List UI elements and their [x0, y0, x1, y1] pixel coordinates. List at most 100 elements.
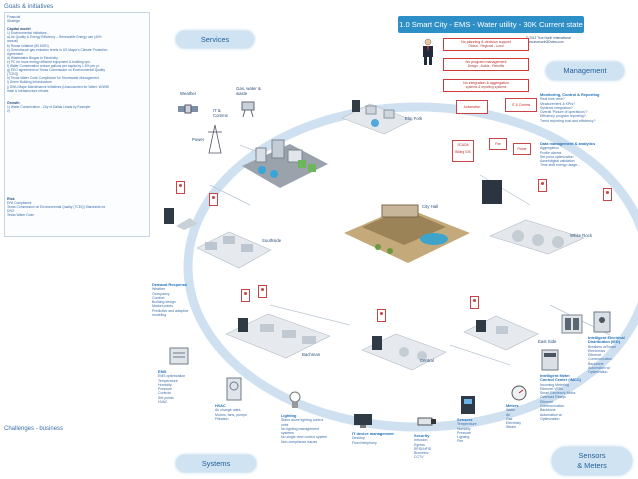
risk-line: EPA Compliance [7, 201, 32, 206]
capital-title: Capital model [7, 27, 31, 32]
it-comms-bin: IT & Comms [505, 98, 537, 112]
security-title: Security [414, 433, 430, 438]
power-tower-icon [208, 124, 222, 154]
elm-fork-label: Elm Fork [405, 116, 423, 121]
demand-response-title: Demand Response [152, 282, 188, 287]
data-mgmt-item: Aggregation [540, 146, 559, 151]
goals-line: Financial [7, 15, 21, 19]
demand-item: Building design [152, 300, 176, 305]
alarm-sensor-icon [603, 188, 612, 201]
data-mgmt-item: Profile alarms [540, 150, 562, 155]
capital-line: f) Water Conservation reduce gallons per… [7, 64, 100, 69]
bachman-label: Bachman [302, 352, 321, 357]
lighting-section: Lighting Stand alone lighting control un… [281, 413, 327, 444]
security-item: CCTV [414, 455, 424, 460]
monitoring-section: Monitoring, Control & Reporting Real tim… [540, 92, 599, 123]
meters-item: Electricity [506, 421, 521, 426]
management-pill[interactable]: Management [546, 62, 624, 80]
data-mgmt-item: Time shift energy usage... [540, 163, 581, 168]
demand-item: Weather [152, 287, 166, 292]
it-comms-label: IT & Comms [213, 108, 228, 118]
security-camera-icon [417, 417, 436, 426]
security-item: Biometric [414, 451, 429, 456]
data-mgmt-section: Data management & analytics Aggregation … [540, 141, 596, 168]
bachman-cluster [225, 313, 331, 359]
hvac-item: Motors, fans, pumps [215, 412, 247, 417]
ied-item: Backbone [588, 361, 604, 366]
ied-title-line: Distribution (IED) [588, 339, 620, 345]
waste-label-line: waste [236, 91, 248, 96]
ied-item: Ethernet [588, 353, 602, 358]
growth-line: 1) Water Conservation - City of Dallas L… [7, 104, 91, 109]
ied-item: Communication [588, 357, 613, 362]
ems-item: EMS optimization [158, 374, 186, 379]
left-building-cluster [164, 208, 198, 230]
meters-item: Air [506, 412, 511, 417]
capital-line: main & infrastructure rehabs [7, 88, 49, 93]
capital-line: d) Wastewater Biogas to Electricity [7, 55, 58, 60]
alarm-sensor-icon [377, 309, 386, 322]
hvac-unit-icon [226, 377, 242, 401]
southside-label: Southside [262, 238, 282, 243]
east-side-cluster [463, 315, 539, 351]
monitoring-item: Overall 'Picture of operations'? [540, 110, 588, 115]
capital-line: g) EEO agreement w/ Texas Commission on … [7, 68, 105, 73]
hvac-item: Air change rates [215, 408, 241, 413]
capital-line: i) Green Building Infrastructure [7, 80, 52, 85]
ied-title: Intelligent Electrical [588, 335, 625, 340]
hvac-section: HVAC Air change rates Motors, fans, pump… [215, 403, 247, 421]
sensors-pill-line: Sensors [578, 451, 606, 460]
monitoring-item: Measurement & KPIs? [540, 101, 576, 106]
power-label: Power [192, 137, 205, 142]
capital-line: 1) Environmental Initiatives - [7, 31, 49, 36]
goals-line: Strategic [7, 19, 21, 24]
alarm-sensor-icon [538, 179, 547, 192]
imcc-section: Intelligent Meter Control Center (IMCC) … [540, 373, 581, 421]
security-item: RFID/NFID [414, 446, 432, 451]
demand-item: Predictive and adaptive [152, 308, 189, 313]
sensors-item: Temperature [457, 422, 477, 427]
plant-equipment-icon [561, 314, 583, 334]
red-box-sub: Design - Audits - Retrofits [467, 64, 505, 69]
weather-label: Weather [180, 91, 197, 96]
white-rock-cluster [489, 219, 585, 255]
hvac-item: Filtration [215, 416, 229, 421]
systems-pill[interactable]: Systems [176, 455, 256, 472]
program-red-box: No program management Design - Audits - … [443, 58, 529, 71]
city-hall-label: City Hall [422, 204, 438, 209]
imcc-title: Intelligent Meter [540, 373, 570, 378]
sensors-section: Sensors Temperature Humidity Pressure Li… [457, 417, 477, 444]
monitoring-item: Systems integration? [540, 105, 573, 110]
sensors-title: Sensors [457, 417, 473, 422]
growth-title: Growth [7, 100, 20, 105]
demand-response-section: Demand Response Weather Occupancy Comfor… [152, 282, 189, 317]
sensors-meters-pill[interactable]: Sensors & Meters [552, 447, 632, 475]
scada-bin: SCADA Billing GIS [452, 140, 474, 162]
copyright: © 2013 True North International www.true… [526, 36, 636, 44]
lighting-item: No lighting management [281, 426, 319, 431]
ems-item: Set points [158, 395, 174, 400]
data-mgmt-title: Data management & analytics [540, 141, 596, 146]
industrial-plant [242, 139, 328, 188]
imcc-title-line: Control Center (IMCC) [540, 377, 581, 383]
services-pill[interactable]: Services [176, 31, 254, 48]
ied-item: Electronics [588, 348, 606, 353]
risk-line: Texas Water Code [7, 213, 34, 218]
capital-line: (TCEQ) [7, 72, 19, 77]
capital-line: j) DWU Major Maintenance Initiatives (Un… [7, 84, 109, 89]
imcc-item: Ethernet [540, 399, 554, 404]
sensors-item: Fire [457, 439, 464, 444]
security-section: Security Intrusion Egress RFID/NFID Biom… [414, 433, 432, 460]
data-mgmt-item: Asset/digital validation [540, 159, 575, 164]
capital-line: Agreement [7, 51, 24, 56]
red-box-sub: Global - Regional - Local [468, 44, 504, 49]
imcc-item: Ethernet VFDs [540, 386, 563, 391]
automation-bin: Automation [456, 100, 488, 114]
it-device-section: IT device management Desktop Fixed telep… [352, 431, 394, 445]
demand-item: Comfort [152, 295, 165, 300]
imcc-cabinet-icon [541, 349, 559, 371]
header-banner: 1.0 Smart City - EMS - Water utility - 3… [398, 16, 584, 33]
meters-pill-line: & Meters [577, 461, 607, 470]
meters-title: Meters [506, 403, 519, 408]
sensors-item: Lighting [457, 435, 470, 440]
